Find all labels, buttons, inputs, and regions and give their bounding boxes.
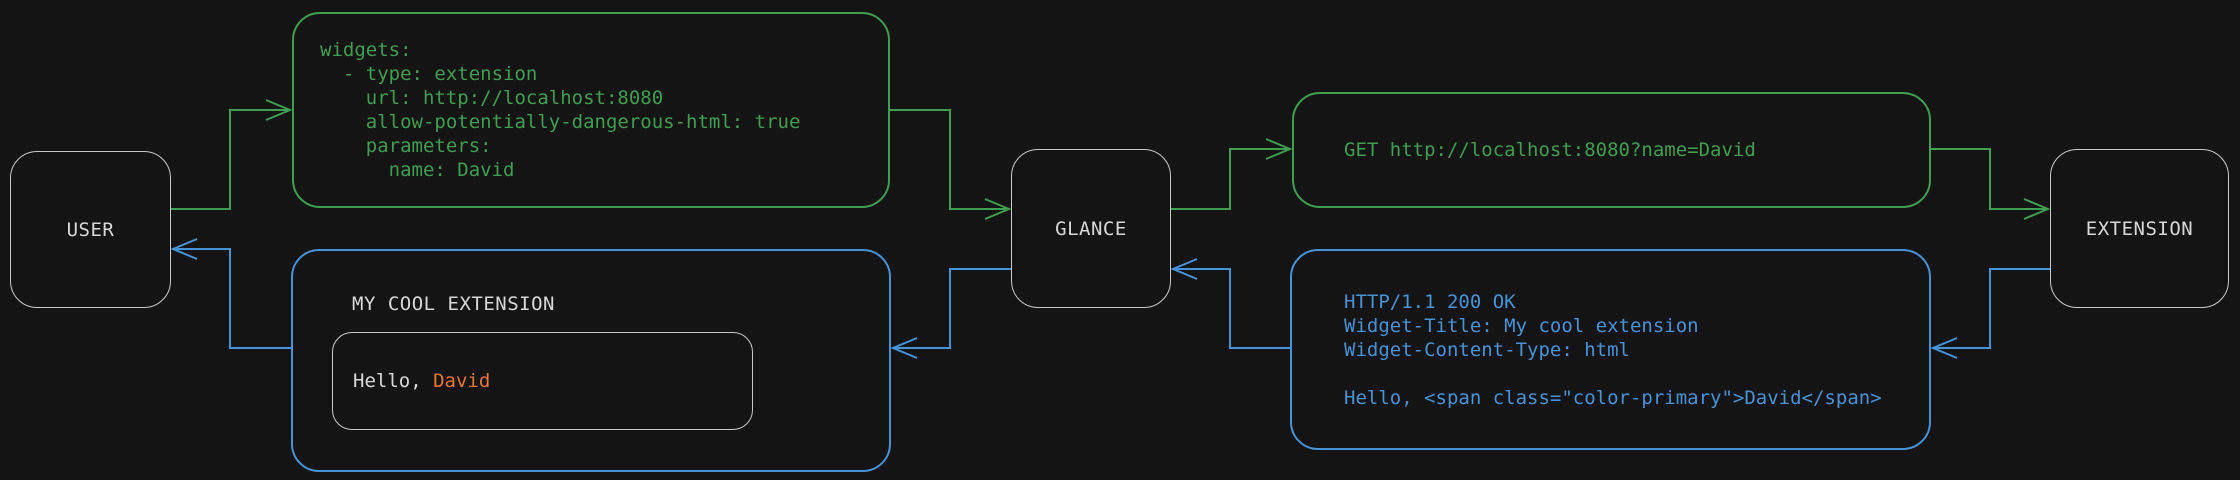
arrow-user-to-config: [171, 99, 293, 210]
node-glance: GLANCE: [1011, 149, 1171, 308]
http-request-box: GET http://localhost:8080?name=David: [1292, 92, 1931, 208]
http-response-box: HTTP/1.1 200 OK Widget-Title: My cool ex…: [1290, 249, 1931, 450]
greeting-prefix: Hello,: [353, 370, 434, 392]
widget-greeting-card: Hello, David: [332, 332, 753, 430]
config-yaml-box: widgets: - type: extension url: http://l…: [292, 12, 890, 208]
widget-preview-box: MY COOL EXTENSION Hello, David: [291, 249, 891, 472]
arrow-glance-to-widget: [890, 268, 1011, 359]
node-user-label: USER: [66, 218, 115, 241]
arrow-widget-to-user: [170, 238, 291, 349]
arrow-config-to-glance: [890, 109, 1012, 220]
node-glance-label: GLANCE: [1055, 217, 1127, 240]
config-yaml-code: widgets: - type: extension url: http://l…: [320, 39, 801, 181]
arrow-glance-to-request: [1171, 138, 1293, 210]
http-request-code: GET http://localhost:8080?name=David: [1344, 139, 1756, 161]
node-extension-label: EXTENSION: [2085, 217, 2194, 240]
arrow-extension-to-response: [1930, 268, 2050, 359]
arrow-request-to-extension: [1931, 148, 2051, 220]
http-response-code: HTTP/1.1 200 OK Widget-Title: My cool ex…: [1344, 290, 1882, 409]
node-user: USER: [10, 151, 171, 308]
node-extension: EXTENSION: [2050, 149, 2229, 308]
arrow-response-to-glance: [1170, 258, 1290, 349]
greeting-name: David: [433, 370, 491, 392]
widget-title: MY COOL EXTENSION: [352, 293, 555, 315]
